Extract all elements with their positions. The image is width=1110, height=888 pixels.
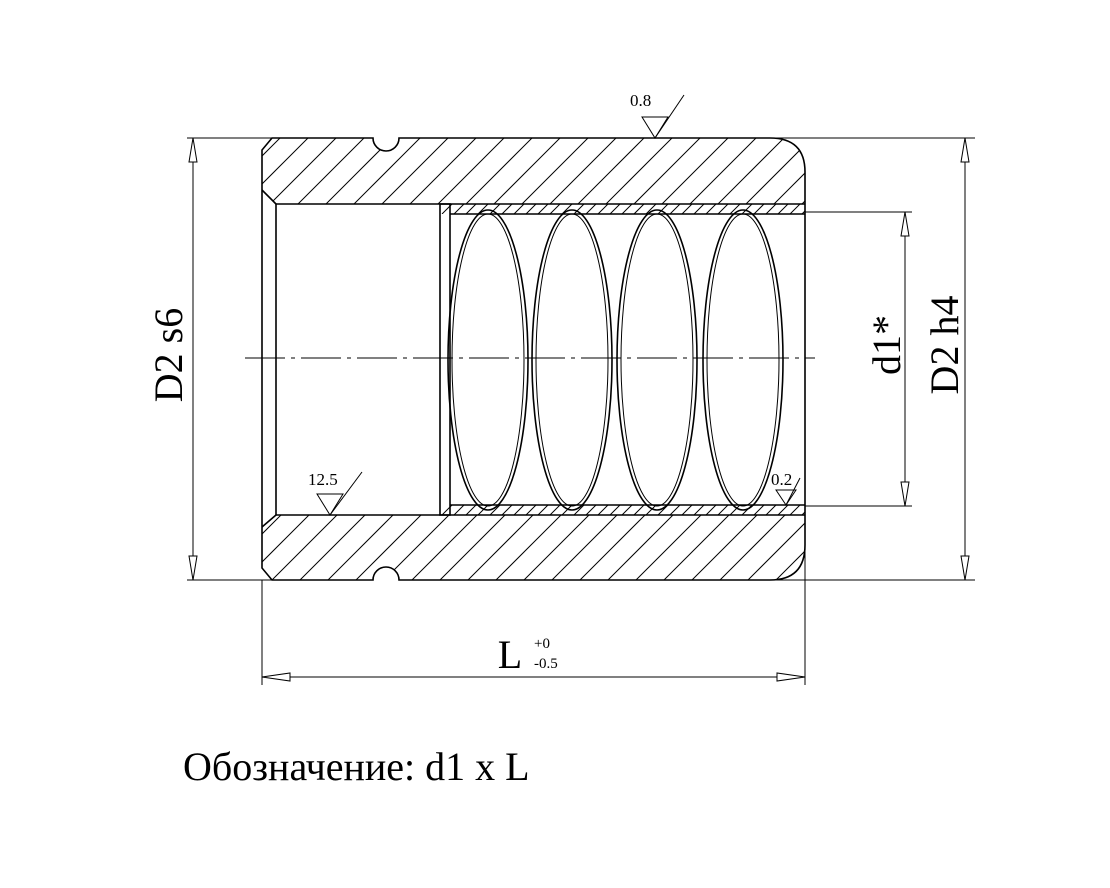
chamfer-top xyxy=(261,189,277,205)
roughness-symbol-top: 0.8 xyxy=(630,91,685,139)
dim-length-label: L xyxy=(498,632,522,677)
roughness-bore-right-value: 0.2 xyxy=(771,470,792,489)
dim-length-tol-lower: -0.5 xyxy=(534,656,558,672)
dim-d2-h4-label: D2 h4 xyxy=(922,296,967,395)
dim-d2-h4: D2 h4 xyxy=(770,137,975,581)
roughness-bore-left-value: 12.5 xyxy=(308,470,338,489)
ball-rows xyxy=(447,209,784,511)
liner-hatch-bottom xyxy=(440,505,805,515)
liner-end-wall xyxy=(439,203,451,516)
section-hatch-top xyxy=(262,138,805,204)
section-hatch-bottom xyxy=(262,515,805,580)
dim-length-tol-upper: +0 xyxy=(534,636,550,652)
ball-2 xyxy=(531,209,613,511)
dim-d2-s6-label: D2 s6 xyxy=(146,308,191,402)
dim-d1-label: d1* xyxy=(864,315,909,375)
dim-length: L +0 -0.5 xyxy=(261,545,806,685)
ball-4 xyxy=(702,209,784,511)
liner-hatch-top xyxy=(440,204,805,214)
designation-caption: Обозначение: d1 x L xyxy=(183,744,530,789)
dim-d2-s6: D2 s6 xyxy=(146,137,272,581)
roughness-top-value: 0.8 xyxy=(630,91,651,110)
dim-d1: d1* xyxy=(805,211,912,507)
roughness-symbol-bore-left: 12.5 xyxy=(308,470,363,516)
roughness-symbol-bore-right: 0.2 xyxy=(771,470,801,506)
chamfer-bottom xyxy=(261,514,277,528)
ball-3 xyxy=(616,209,698,511)
ball-1 xyxy=(447,209,529,511)
